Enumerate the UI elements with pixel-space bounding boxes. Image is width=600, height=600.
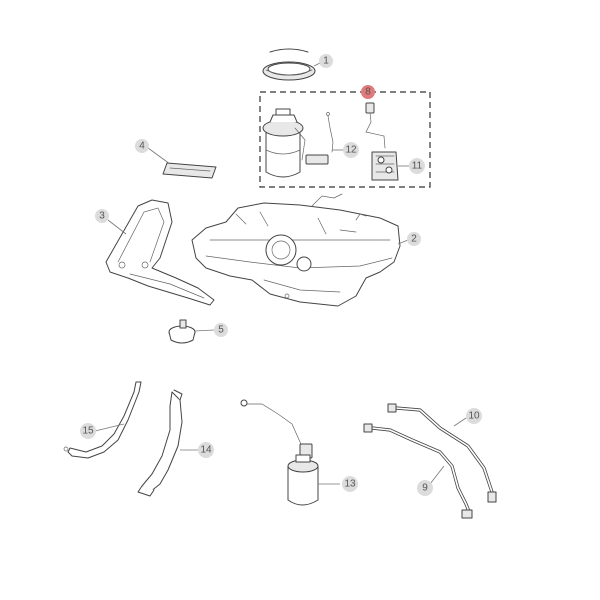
part-pump-body[interactable]	[371, 151, 399, 181]
callout-1: 1	[319, 54, 333, 68]
fuel-pump-module-box	[259, 91, 431, 188]
svg-text:1: 1	[323, 56, 329, 67]
callout-2: 2	[407, 232, 421, 246]
part-fuel-line-supply[interactable]	[387, 403, 497, 503]
part-pump-harness[interactable]	[365, 102, 386, 149]
svg-text:10: 10	[468, 411, 480, 422]
callout-12: 12	[343, 142, 359, 158]
svg-text:2: 2	[411, 234, 417, 245]
callout-11: 11	[409, 158, 425, 174]
part-tank-strap-left[interactable]	[63, 381, 142, 459]
part-insulator-pad[interactable]	[162, 162, 217, 179]
svg-text:9: 9	[422, 483, 428, 494]
callout-14: 14	[198, 442, 214, 458]
part-heat-shield[interactable]	[105, 199, 215, 306]
part-fuel-pump-canister[interactable]	[262, 108, 306, 178]
svg-text:12: 12	[345, 145, 357, 156]
callout-4: 4	[135, 139, 149, 153]
svg-text:3: 3	[99, 211, 105, 222]
callout-13: 13	[342, 476, 358, 492]
part-fuel-filter[interactable]	[240, 399, 319, 506]
part-lock-ring[interactable]	[262, 48, 316, 81]
svg-text:5: 5	[218, 325, 224, 336]
part-mount-bushing[interactable]	[168, 319, 196, 344]
callout-15: 15	[80, 423, 96, 439]
callout-3: 3	[95, 209, 109, 223]
svg-text:11: 11	[412, 161, 423, 172]
callout-10: 10	[466, 408, 482, 424]
part-fuel-line-return[interactable]	[363, 423, 473, 519]
part-fuel-tank[interactable]	[191, 193, 401, 307]
part-level-sender[interactable]	[305, 112, 334, 165]
svg-text:8: 8	[365, 87, 371, 98]
callout-9: 9	[417, 480, 433, 496]
svg-text:15: 15	[82, 426, 94, 437]
callout-5: 5	[214, 323, 228, 337]
part-tank-strap-right[interactable]	[137, 389, 183, 497]
callout-8: 8	[361, 85, 375, 99]
svg-text:13: 13	[344, 479, 356, 490]
svg-text:14: 14	[200, 445, 212, 456]
svg-text:4: 4	[139, 141, 145, 152]
